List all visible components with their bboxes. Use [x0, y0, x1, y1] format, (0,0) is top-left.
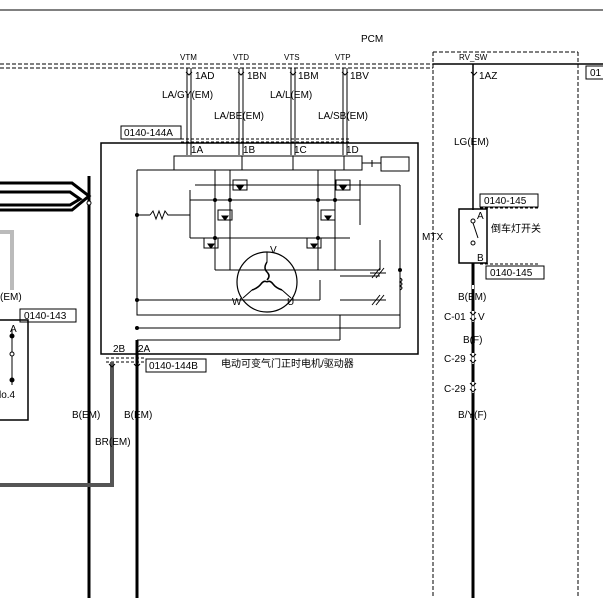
- wire-label-b-left1: B(EM): [72, 410, 100, 421]
- motor-symbol-icon: [236, 251, 298, 313]
- wire-label-b-y-f: B/Y(F): [458, 410, 487, 421]
- connector-c01-pin: V: [478, 312, 485, 323]
- connector-c01: C-01: [444, 312, 466, 323]
- motor-phase-u: U: [287, 297, 294, 308]
- pin-label-rv-sw: RV_SW: [459, 53, 488, 62]
- left-connector-marks: [108, 363, 141, 368]
- wire-label-b-left2: B(EM): [124, 410, 152, 421]
- pin-1bn: 1BN: [247, 71, 266, 82]
- connector-143-box: [19, 308, 77, 323]
- connector-145-top-box: [479, 193, 539, 208]
- ground-wire-chevrons: [469, 311, 477, 393]
- pin-1ad: 1AD: [195, 71, 214, 82]
- connector-c29-b: C-29: [444, 384, 466, 395]
- terminal-1a: 1A: [191, 145, 204, 156]
- terminal-strip: [173, 155, 363, 171]
- left-no4-label: lo.4: [0, 390, 16, 401]
- connector-144a: 0140-144A: [124, 128, 173, 139]
- switch-terminal-b: B: [477, 253, 484, 264]
- connector-144a-box: [120, 125, 182, 140]
- pin-label-vtm: VTM: [180, 53, 197, 62]
- pin-label-vtp: VTP: [335, 53, 351, 62]
- pin-label-vtd: VTD: [233, 53, 249, 62]
- pcm-title: PCM: [361, 34, 383, 45]
- connector-143: 0140-143: [24, 311, 67, 322]
- terminal-1b: 1B: [243, 145, 256, 156]
- terminal-1c: 1C: [294, 145, 307, 156]
- wire-label-br: BR(EM): [95, 437, 131, 448]
- switch-icon: [470, 218, 479, 246]
- terminal-1d: 1D: [346, 145, 359, 156]
- wire-label-b-em-left: (EM): [0, 292, 22, 303]
- connector-145-bot-box: [485, 265, 545, 280]
- pin-1bm: 1BM: [298, 71, 319, 82]
- terminal-2b: 2B: [113, 344, 126, 355]
- motor-phase-v: V: [270, 245, 277, 256]
- pcm-harness-wires: [186, 68, 348, 155]
- wire-label-la-gy: LA/GY(EM): [162, 90, 213, 101]
- grey-wires: [0, 230, 114, 487]
- wire-label-la-sb: LA/SB(EM): [318, 111, 368, 122]
- switch-terminal-a: A: [477, 211, 484, 222]
- connector-144b: 0140-144B: [149, 361, 198, 372]
- motor-label: 电动可变气门正时电机/驱动器: [221, 357, 354, 370]
- wire-label-b-f: B(F): [463, 335, 482, 346]
- driver-ic-icon: [380, 156, 410, 172]
- pin-label-vts: VTS: [284, 53, 300, 62]
- wire-label-lg: LG(EM): [454, 137, 489, 148]
- pin-marks: [185, 71, 478, 76]
- sensor-symbol-icon: [370, 267, 403, 306]
- left-terminal-a: A: [10, 324, 17, 335]
- connector-c29-a: C-29: [444, 354, 466, 365]
- left-harness: [0, 176, 139, 598]
- wire-label-la-l: LA/L(EM): [270, 90, 312, 101]
- connector-145-bot: 0140-145: [490, 268, 533, 279]
- wire-label-b-right: B(EM): [458, 292, 486, 303]
- motor-module-box: [100, 142, 419, 355]
- mtx-label: MTX: [422, 232, 443, 243]
- pin-1az: 1AZ: [479, 71, 497, 82]
- wire-label-la-be: LA/BE(EM): [214, 111, 264, 122]
- pin-1bv: 1BV: [350, 71, 369, 82]
- connector-144b-box: [145, 358, 207, 373]
- pcm-module: PCM: [0, 34, 603, 598]
- terminal-2a: 2A: [138, 344, 151, 355]
- edge-tag-box: [585, 65, 603, 80]
- driver-circuit: [136, 169, 401, 341]
- left-component: [0, 319, 29, 421]
- transistor-icons: [135, 179, 402, 330]
- switch-label: 倒车灯开关: [491, 222, 541, 235]
- connector-145-top: 0140-145: [484, 196, 527, 207]
- motor-phase-w: W: [232, 297, 242, 308]
- edge-tag: 01: [590, 68, 602, 79]
